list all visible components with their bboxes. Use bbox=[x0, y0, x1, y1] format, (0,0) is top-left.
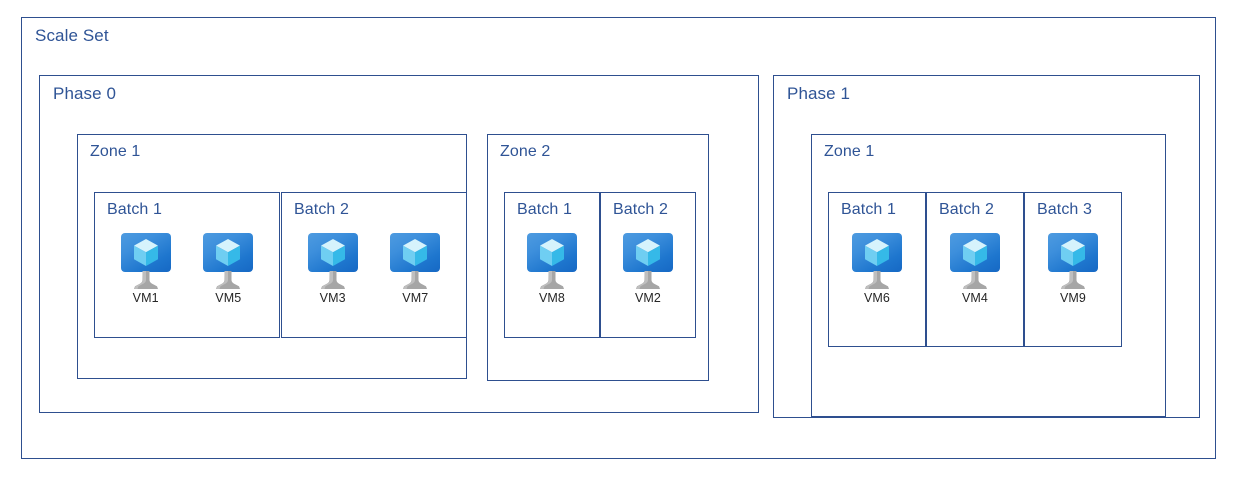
vm-cube-glyph bbox=[636, 239, 660, 266]
vm-label: VM1 bbox=[132, 291, 159, 305]
vm-cube-glyph bbox=[963, 239, 987, 266]
batch-title: Batch 2 bbox=[613, 201, 668, 218]
vm-item[interactable]: VM3 bbox=[301, 233, 365, 306]
vm-row: VM4 bbox=[927, 233, 1023, 306]
batch-container-0-0-0: Batch 1 bbox=[94, 192, 280, 338]
vm-monitor-stand bbox=[963, 271, 987, 289]
zone-title: Zone 1 bbox=[824, 143, 875, 160]
batch-container-1-0-0: Batch 1 bbox=[828, 192, 926, 347]
batch-title: Batch 3 bbox=[1037, 201, 1092, 218]
vm-cube-glyph bbox=[1061, 239, 1085, 266]
vm-cube-glyph bbox=[216, 239, 241, 266]
batch-title: Batch 1 bbox=[517, 201, 572, 218]
virtual-machine-icon bbox=[201, 233, 255, 291]
vm-item[interactable]: VM6 bbox=[845, 233, 909, 306]
vm-item[interactable]: VM9 bbox=[1041, 233, 1105, 306]
phase-title: Phase 0 bbox=[53, 84, 117, 103]
vm-monitor-stand bbox=[216, 271, 241, 289]
zone-container-1-0: Zone 1 Batch 1 bbox=[811, 134, 1166, 417]
virtual-machine-icon bbox=[1046, 233, 1100, 291]
vm-monitor-stand bbox=[320, 271, 345, 289]
vm-item[interactable]: VM5 bbox=[196, 233, 260, 306]
vm-label: VM8 bbox=[538, 291, 565, 305]
virtual-machine-icon bbox=[948, 233, 1002, 291]
vm-row: VM6 bbox=[829, 233, 925, 306]
batch-container-1-0-2: Batch 3 bbox=[1024, 192, 1122, 347]
virtual-machine-icon bbox=[388, 233, 442, 291]
scale-set-title: Scale Set bbox=[35, 26, 109, 45]
vm-monitor-stand bbox=[636, 271, 660, 289]
zone-title: Zone 1 bbox=[90, 143, 141, 160]
phase-container-1: Phase 1 Zone 1 Batch 1 bbox=[773, 75, 1200, 418]
batch-container-1-0-1: Batch 2 bbox=[926, 192, 1024, 347]
vm-row: VM3 bbox=[282, 233, 466, 306]
vm-label: VM7 bbox=[402, 291, 429, 305]
vm-monitor-stand bbox=[403, 271, 428, 289]
batch-container-0-1-0: Batch 1 bbox=[504, 192, 600, 338]
phase-container-0: Phase 0 Zone 1 Batch 1 bbox=[39, 75, 759, 413]
batch-title: Batch 1 bbox=[841, 201, 896, 218]
batch-title: Batch 2 bbox=[294, 201, 349, 218]
vm-label: VM5 bbox=[215, 291, 242, 305]
batch-title: Batch 2 bbox=[939, 201, 994, 218]
vm-monitor-stand bbox=[1061, 271, 1085, 289]
vm-item[interactable]: VM8 bbox=[520, 233, 584, 306]
vm-monitor-stand bbox=[865, 271, 889, 289]
vm-row: VM2 bbox=[601, 233, 695, 306]
virtual-machine-icon bbox=[621, 233, 675, 291]
batch-container-0-1-1: Batch 2 bbox=[600, 192, 696, 338]
vm-row: VM8 bbox=[505, 233, 599, 306]
vm-item[interactable]: VM2 bbox=[616, 233, 680, 306]
virtual-machine-icon bbox=[850, 233, 904, 291]
scale-set-container: Scale Set Phase 0 Zone 1 Batch 1 bbox=[21, 17, 1216, 459]
vm-cube-glyph bbox=[133, 239, 158, 266]
vm-item[interactable]: VM4 bbox=[943, 233, 1007, 306]
vm-label: VM3 bbox=[319, 291, 346, 305]
vm-monitor-stand bbox=[133, 271, 158, 289]
vm-monitor-stand bbox=[540, 271, 564, 289]
vm-cube-glyph bbox=[320, 239, 345, 266]
virtual-machine-icon bbox=[306, 233, 360, 291]
vm-item[interactable]: VM7 bbox=[383, 233, 447, 306]
zone-container-0-0: Zone 1 Batch 1 bbox=[77, 134, 467, 379]
virtual-machine-icon bbox=[525, 233, 579, 291]
vm-item[interactable]: VM1 bbox=[114, 233, 178, 306]
batch-container-0-0-1: Batch 2 bbox=[281, 192, 467, 338]
zone-container-0-1: Zone 2 Batch 1 bbox=[487, 134, 709, 381]
batch-title: Batch 1 bbox=[107, 201, 162, 218]
vm-row: VM9 bbox=[1025, 233, 1121, 306]
vm-label: VM4 bbox=[961, 291, 988, 305]
virtual-machine-icon bbox=[119, 233, 173, 291]
vm-cube-glyph bbox=[865, 239, 889, 266]
vm-cube-glyph bbox=[540, 239, 564, 266]
vm-label: VM9 bbox=[1059, 291, 1086, 305]
vm-cube-glyph bbox=[403, 239, 428, 266]
zone-title: Zone 2 bbox=[500, 143, 551, 160]
phase-title: Phase 1 bbox=[787, 84, 851, 103]
vm-label: VM6 bbox=[863, 291, 890, 305]
vm-row: VM1 bbox=[95, 233, 279, 306]
vm-label: VM2 bbox=[634, 291, 661, 305]
